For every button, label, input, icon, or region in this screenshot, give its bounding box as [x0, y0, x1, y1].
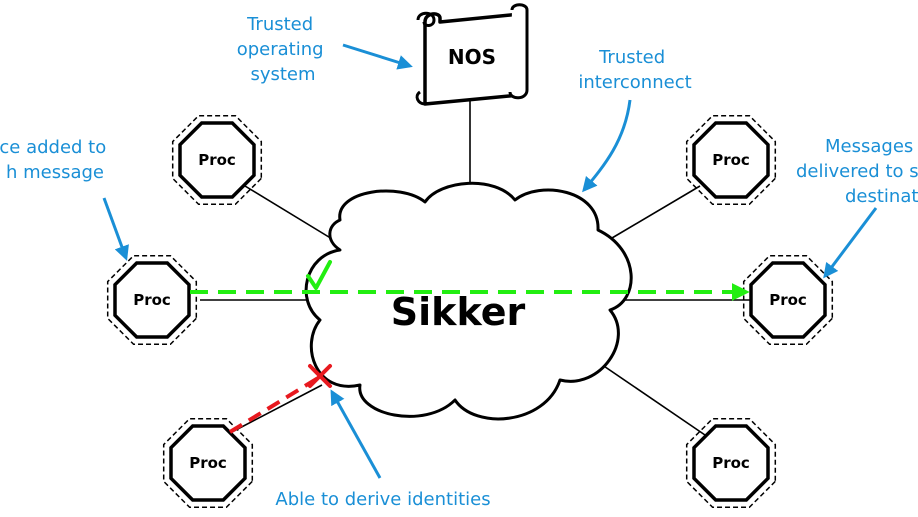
nos-label: NOS: [448, 45, 496, 69]
proc-mid-left-label: Proc: [133, 291, 171, 309]
nos-scroll: NOS: [415, 3, 529, 106]
proc-bottom-right-body: [692, 424, 770, 502]
proc-bottom-left: Proc: [162, 417, 254, 509]
arrow-source-added: [102, 197, 129, 261]
cross-mark: [308, 364, 332, 388]
proc-mid-left-body: [113, 261, 191, 339]
proc-mid-left: Proc: [106, 254, 198, 346]
annotation-derive-identities: Able to derive identities: [275, 489, 490, 510]
proc-top-left-body: [178, 121, 256, 199]
annotation-trusted-interconnect: Trusted interconnect: [578, 47, 691, 93]
proc-top-right: Proc: [685, 114, 777, 206]
proc-top-right-outline: [685, 114, 777, 206]
proc-top-left-outline: [171, 114, 263, 206]
annotation-trusted-os: Trusted operating system: [237, 14, 330, 85]
cloud-label: Sikker: [391, 290, 526, 334]
link-proc-top-right: [611, 185, 701, 239]
arrow-trusted-os: [342, 43, 413, 70]
arrow-derive-identities: [330, 389, 382, 479]
proc-top-right-body: [692, 121, 770, 199]
proc-mid-right-label: Proc: [769, 291, 807, 309]
proc-mid-right-body: [749, 261, 827, 339]
proc-bottom-right: Proc: [685, 417, 777, 509]
sikker-cloud: Sikker: [304, 181, 633, 421]
check-mark: [306, 260, 332, 290]
proc-bottom-right-label: Proc: [712, 454, 750, 472]
proc-top-left-label: Proc: [198, 151, 236, 169]
annotation-source-added: ce added to h message: [0, 137, 112, 183]
link-proc-top-left: [244, 185, 343, 246]
link-proc-bottom-left: [231, 384, 323, 433]
proc-bottom-right-outline: [685, 417, 777, 509]
denied-message-path: [228, 376, 320, 434]
proc-mid-right: Proc: [742, 254, 834, 346]
proc-bottom-left-outline: [162, 417, 254, 509]
annotation-messages-delivered: Messages delivered to s destinat: [796, 136, 918, 207]
proc-mid-left-outline: [106, 254, 198, 346]
proc-bottom-left-body: [169, 424, 247, 502]
proc-top-right-label: Proc: [712, 151, 750, 169]
proc-bottom-left-label: Proc: [189, 454, 227, 472]
arrow-messages-delivered: [823, 207, 878, 279]
proc-top-left: Proc: [171, 114, 263, 206]
arrow-trusted-interconnect: [582, 99, 632, 193]
link-proc-bottom-right: [594, 359, 706, 436]
